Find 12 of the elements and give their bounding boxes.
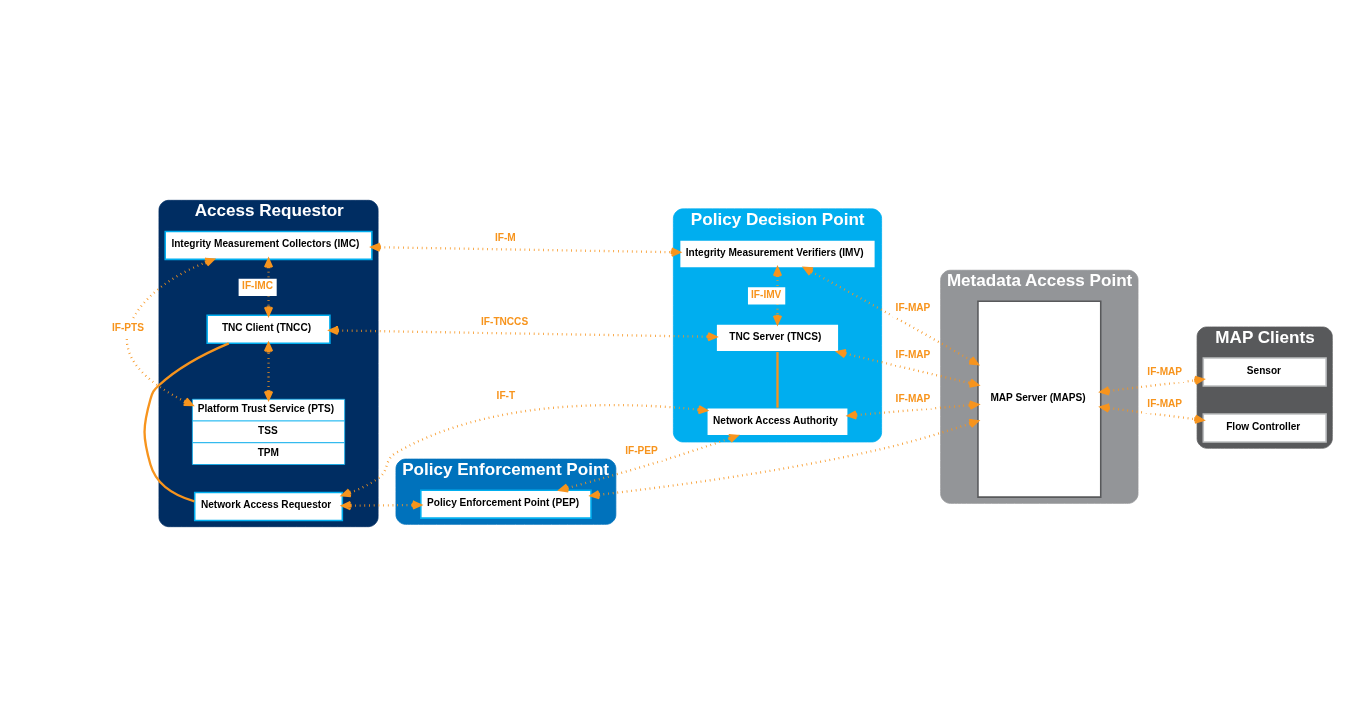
edge-label: IF-T bbox=[496, 389, 516, 401]
edge-label: IF-TNCCS bbox=[481, 315, 529, 327]
edge-label: IF-MAP bbox=[1147, 397, 1183, 409]
edge-label: IF-IMV bbox=[751, 288, 782, 300]
edge-label: IF-PTS bbox=[111, 321, 144, 333]
edge-label: IF-PEP bbox=[625, 444, 658, 456]
edge-label: IF-MAP bbox=[895, 392, 931, 404]
edge-label: IF-MAP bbox=[1147, 365, 1183, 377]
edge-label: IF-MAP bbox=[895, 301, 931, 313]
edge-label: IF-MAP bbox=[895, 348, 931, 360]
edge-label: IF-IMC bbox=[242, 279, 273, 291]
edge-label: IF-M bbox=[495, 231, 516, 243]
